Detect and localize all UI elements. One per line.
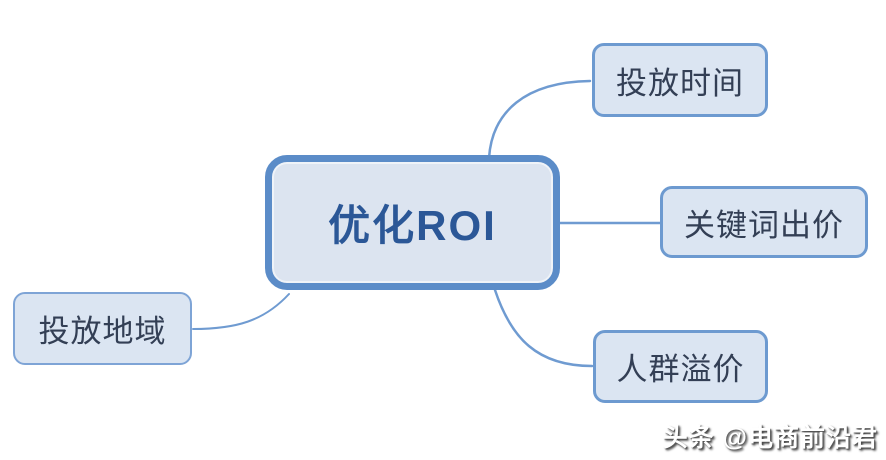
watermark-toutiao: 头条 @电商前沿君 — [662, 424, 878, 452]
root-node-label: 优化ROI — [328, 202, 497, 249]
branch-node-label: 投放地域 — [38, 314, 167, 349]
root-node-optimize-roi[interactable]: 优化ROI — [265, 155, 560, 290]
branch-node-delivery-region[interactable]: 投放地域 — [13, 292, 192, 365]
branch-node-label: 关键词出价 — [684, 207, 844, 243]
branch-node-label: 人群溢价 — [616, 352, 745, 387]
branch-node-keyword-bid[interactable]: 关键词出价 — [660, 186, 868, 258]
branch-node-audience-premium[interactable]: 人群溢价 — [593, 330, 768, 403]
connector-root-to-bottom-left — [192, 293, 290, 330]
branch-node-label: 投放时间 — [616, 65, 744, 101]
connector-root-to-bottom-right — [493, 288, 594, 368]
connector-root-to-top-right — [487, 79, 592, 160]
branch-node-delivery-time[interactable]: 投放时间 — [592, 43, 768, 117]
